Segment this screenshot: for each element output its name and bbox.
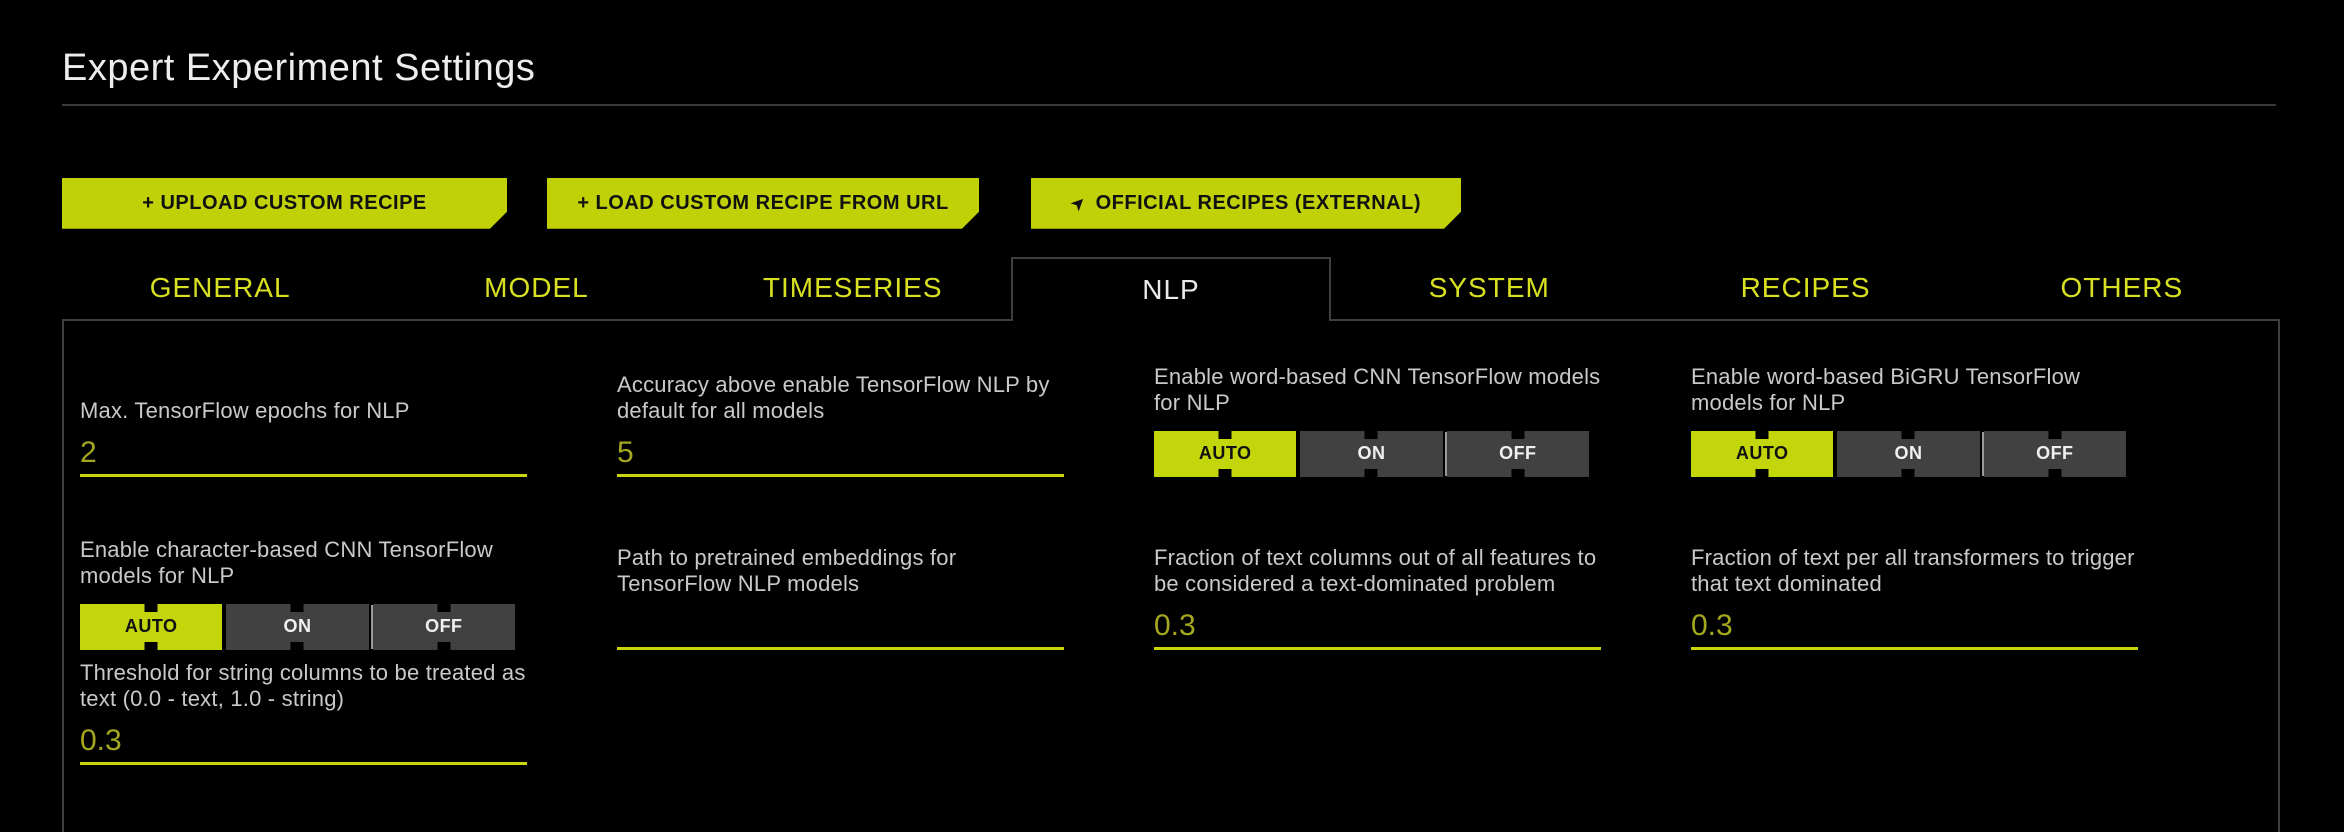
text-fraction-input[interactable]: 0.3 xyxy=(1154,606,1601,650)
embeddings-path-input[interactable] xyxy=(617,606,1064,650)
field-string-threshold: Threshold for string columns to be treat… xyxy=(80,650,527,765)
toggle-option-off[interactable]: OFF xyxy=(1983,430,2126,477)
field-label: Threshold for string columns to be treat… xyxy=(80,660,526,712)
tab-general-label: GENERAL xyxy=(149,271,291,303)
toggle-option-auto[interactable]: AUTO xyxy=(1154,430,1297,477)
tab-recipes-label: RECIPES xyxy=(1740,271,1871,303)
field-embeddings-path: Path to pretrained embeddings for Tensor… xyxy=(617,477,1064,650)
tab-system[interactable]: SYSTEM xyxy=(1331,257,1647,319)
word-cnn-toggle: AUTO ON OFF xyxy=(1154,430,1589,477)
upload-custom-recipe-label: + UPLOAD CUSTOM RECIPE xyxy=(142,191,427,214)
load-custom-recipe-url-label: + LOAD CUSTOM RECIPE FROM URL xyxy=(577,191,949,214)
tab-timeseries[interactable]: TIMESERIES xyxy=(695,257,1011,319)
char-cnn-toggle: AUTO ON OFF xyxy=(80,603,515,650)
field-word-cnn-toggle: Enable word-based CNN TensorFlow models … xyxy=(1154,353,1601,477)
tab-nlp[interactable]: NLP xyxy=(1010,256,1332,321)
accuracy-enable-nlp-input[interactable]: 5 xyxy=(617,433,1064,477)
toggle-option-off[interactable]: OFF xyxy=(1446,430,1589,477)
field-label: Max. TensorFlow epochs for NLP xyxy=(80,398,410,424)
tab-system-label: SYSTEM xyxy=(1428,271,1550,303)
tab-others[interactable]: OTHERS xyxy=(1964,257,2280,319)
official-recipes-label: OFFICIAL RECIPES (EXTERNAL) xyxy=(1095,191,1421,214)
toggle-option-on[interactable]: ON xyxy=(1300,430,1443,477)
tab-nlp-label: NLP xyxy=(1142,273,1200,305)
tab-timeseries-label: TIMESERIES xyxy=(762,271,943,303)
tab-recipes[interactable]: RECIPES xyxy=(1647,257,1963,319)
recipe-actions-row: + UPLOAD CUSTOM RECIPE + LOAD CUSTOM REC… xyxy=(62,178,2280,229)
tab-others-label: OTHERS xyxy=(2060,271,2184,303)
field-label: Enable word-based BiGRU TensorFlow model… xyxy=(1691,364,2081,416)
field-label: Fraction of text columns out of all feat… xyxy=(1154,545,1597,597)
field-bigru-toggle: Enable word-based BiGRU TensorFlow model… xyxy=(1691,353,2138,477)
field-char-cnn-toggle: Enable character-based CNN TensorFlow mo… xyxy=(80,477,527,650)
official-recipes-button[interactable]: ➤ OFFICIAL RECIPES (EXTERNAL) xyxy=(1031,178,1461,229)
field-max-tf-epochs: Max. TensorFlow epochs for NLP 2 xyxy=(80,353,527,477)
tab-model[interactable]: MODEL xyxy=(378,257,694,319)
field-label: Accuracy above enable TensorFlow NLP by … xyxy=(617,372,1050,424)
toggle-option-auto[interactable]: AUTO xyxy=(1691,430,1834,477)
field-label: Path to pretrained embeddings for Tensor… xyxy=(617,545,957,597)
bigru-toggle: AUTO ON OFF xyxy=(1691,430,2126,477)
transformers-fraction-input[interactable]: 0.3 xyxy=(1691,606,2138,650)
title-divider xyxy=(62,103,2276,106)
field-accuracy-enable-nlp: Accuracy above enable TensorFlow NLP by … xyxy=(617,353,1064,477)
field-label: Enable word-based CNN TensorFlow models … xyxy=(1154,364,1601,416)
tab-model-label: MODEL xyxy=(484,271,589,303)
upload-custom-recipe-button[interactable]: + UPLOAD CUSTOM RECIPE xyxy=(62,178,507,229)
field-label: Enable character-based CNN TensorFlow mo… xyxy=(80,537,493,589)
max-tf-epochs-input[interactable]: 2 xyxy=(80,433,527,477)
tab-general[interactable]: GENERAL xyxy=(62,257,378,319)
field-label: Fraction of text per all transformers to… xyxy=(1691,545,2135,597)
field-transformers-fraction: Fraction of text per all transformers to… xyxy=(1691,477,2138,650)
load-custom-recipe-url-button[interactable]: + LOAD CUSTOM RECIPE FROM URL xyxy=(547,178,979,229)
nlp-settings-panel: Max. TensorFlow epochs for NLP 2 Enable … xyxy=(62,318,2280,832)
page-title: Expert Experiment Settings xyxy=(62,47,536,89)
toggle-option-on[interactable]: ON xyxy=(226,603,369,650)
toggle-option-on[interactable]: ON xyxy=(1837,430,1980,477)
external-link-icon: ➤ xyxy=(1065,190,1092,216)
toggle-option-off[interactable]: OFF xyxy=(372,603,515,650)
toggle-option-auto[interactable]: AUTO xyxy=(80,603,223,650)
field-text-fraction: Fraction of text columns out of all feat… xyxy=(1154,477,1601,650)
settings-tab-bar: GENERAL MODEL TIMESERIES NLP SYSTEM RECI… xyxy=(62,256,2280,321)
string-threshold-input[interactable]: 0.3 xyxy=(80,721,527,765)
